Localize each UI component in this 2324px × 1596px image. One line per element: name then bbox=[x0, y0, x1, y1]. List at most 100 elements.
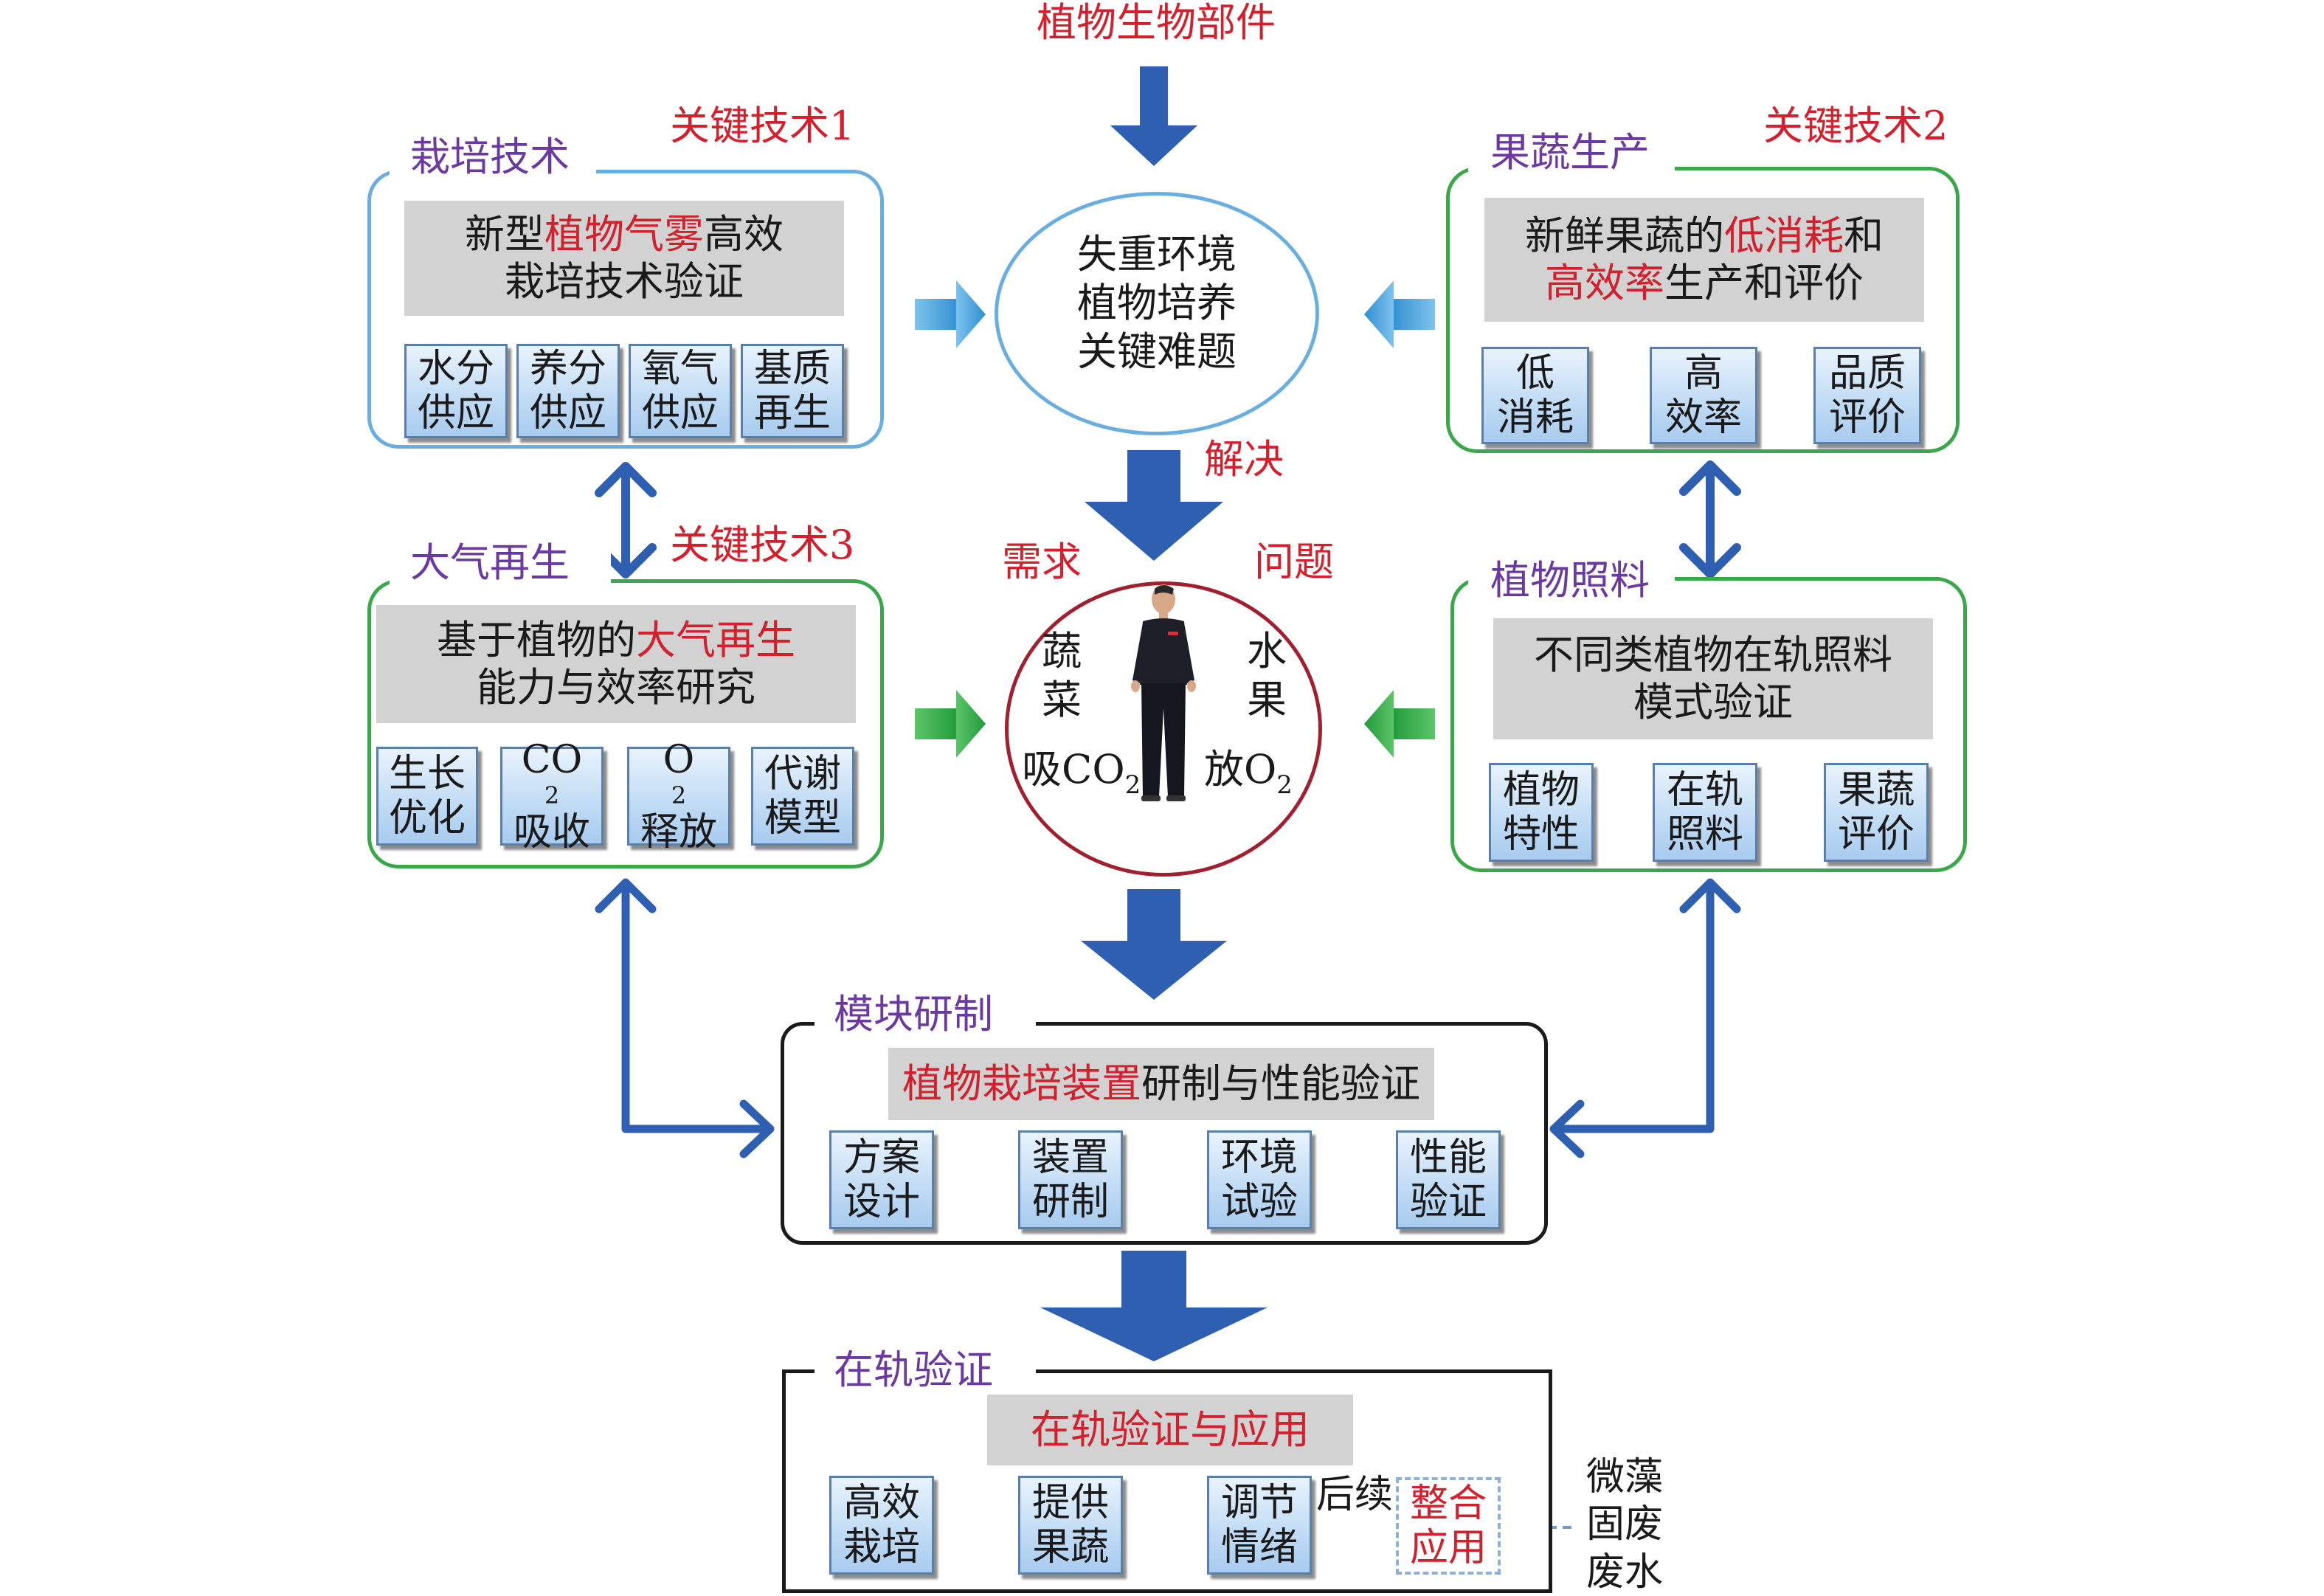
challenge-line-1: 失重环境 bbox=[1077, 231, 1237, 277]
cell-line-2: 验证 bbox=[1409, 1180, 1487, 1224]
cell-line-2: 情绪 bbox=[1220, 1525, 1298, 1569]
o2-prefix: O bbox=[663, 738, 695, 783]
cultivation-headline-line-2: 栽培技术验证 bbox=[505, 258, 744, 305]
cell-line-2: 特性 bbox=[1502, 812, 1580, 857]
left-arrow-produce bbox=[1364, 280, 1435, 348]
vegetable-char-1: 蔬 bbox=[1042, 628, 1082, 674]
cell-efficient-cultivation: 高效栽培 bbox=[829, 1476, 934, 1575]
external-microalgae: 微藻 bbox=[1586, 1455, 1664, 1499]
vegetable-label: 蔬 菜 bbox=[1042, 627, 1082, 725]
cell-line-1: 高 bbox=[1684, 350, 1723, 395]
down-arrow-to-module bbox=[1081, 889, 1227, 1000]
cell-line-2: 栽培 bbox=[843, 1525, 920, 1569]
cell-nutrient-supply: 养分供应 bbox=[516, 344, 620, 438]
orbit-category: 在轨验证 bbox=[834, 1347, 993, 1393]
cell-line-2: 优化 bbox=[388, 796, 466, 840]
cell-line-2: 效率 bbox=[1664, 395, 1742, 440]
release-prefix: 放O bbox=[1204, 746, 1277, 792]
release-sub: 2 bbox=[1276, 770, 1293, 800]
cell-line-2: 照料 bbox=[1666, 812, 1743, 857]
produce-category: 果蔬生产 bbox=[1490, 129, 1650, 176]
cell-line-1: 植物 bbox=[1502, 767, 1580, 812]
key-tech-2: 关键技术2 bbox=[1763, 103, 1948, 149]
cell-oxygen-supply: 氧气供应 bbox=[629, 344, 732, 438]
produce-line1-before: 新鲜果蔬的 bbox=[1525, 213, 1724, 260]
cultivation-headline-after: 高效 bbox=[704, 211, 784, 258]
atmosphere-line1-highlight: 大气再生 bbox=[636, 617, 795, 664]
integration-box: 整合应用 bbox=[1396, 1477, 1501, 1575]
cell-substrate-regen: 基质再生 bbox=[741, 344, 844, 438]
challenge-hub bbox=[995, 192, 1319, 435]
cultivation-headline-before: 新型 bbox=[465, 211, 544, 258]
produce-line2-highlight: 高效率 bbox=[1545, 260, 1664, 306]
problem-label: 问题 bbox=[1254, 539, 1334, 585]
cell-plant-traits: 植物特性 bbox=[1489, 763, 1594, 862]
cell-performance-verify: 性能验证 bbox=[1396, 1130, 1501, 1229]
produce-line1-after: 和 bbox=[1844, 213, 1884, 260]
down-arrow-to-orbit bbox=[1040, 1251, 1268, 1361]
module-headline-after: 研制与性能验证 bbox=[1141, 1060, 1420, 1108]
cell-provide-produce: 提供果蔬 bbox=[1018, 1476, 1123, 1575]
left-arrow-lighting bbox=[1364, 690, 1435, 758]
orbit-headline: 在轨验证与应用 bbox=[987, 1395, 1353, 1465]
cultivation-headline-line-1: 新型植物气雾高效 bbox=[465, 211, 784, 258]
cell-metabolic-model: 代谢模型 bbox=[751, 747, 854, 846]
need-label: 需求 bbox=[1002, 539, 1082, 585]
absorb-prefix: 吸CO bbox=[1022, 746, 1125, 792]
co2-prefix: CO bbox=[521, 738, 583, 783]
cell-high-efficiency: 高效率 bbox=[1650, 347, 1757, 444]
l-arrow-left bbox=[595, 878, 775, 1158]
cell-line-1: 调节 bbox=[1220, 1480, 1298, 1525]
module-category: 模块研制 bbox=[834, 991, 993, 1037]
cell-line-1: 养分 bbox=[529, 346, 606, 391]
atmosphere-category: 大气再生 bbox=[410, 539, 570, 586]
cell-line-2: 评价 bbox=[1828, 395, 1906, 440]
top-source-label: 植物生物部件 bbox=[1037, 0, 1276, 46]
followup-label: 后续 bbox=[1316, 1473, 1394, 1517]
co2-sub: 2 bbox=[544, 781, 560, 810]
cell-scheme-design: 方案设计 bbox=[829, 1130, 934, 1229]
external-wastewater: 废水 bbox=[1586, 1550, 1664, 1595]
right-arrow-atmosphere bbox=[915, 690, 986, 758]
cell-line-2: 再生 bbox=[753, 391, 831, 435]
cell-line-2: 供应 bbox=[529, 391, 606, 435]
cell-line-2: 模型 bbox=[764, 796, 841, 840]
atmosphere-label-bg bbox=[390, 542, 611, 597]
care-headline-line-1: 不同类植物在轨照料 bbox=[1534, 632, 1892, 679]
key-tech-3: 关键技术3 bbox=[670, 522, 855, 568]
atmosphere-line1-before: 基于植物的 bbox=[437, 617, 636, 664]
cell-line-1: 水分 bbox=[417, 346, 494, 391]
right-arrow-cultivation bbox=[915, 280, 986, 348]
cell-line-1: 装置 bbox=[1031, 1135, 1109, 1180]
cell-line-2: 供应 bbox=[641, 391, 719, 435]
atmosphere-headline: 基于植物的大气再生 能力与效率研究 bbox=[376, 605, 856, 723]
vegetable-char-2: 菜 bbox=[1042, 676, 1082, 723]
o2-sub: 2 bbox=[671, 781, 687, 810]
cell-line-2: 吸收 bbox=[513, 809, 590, 854]
cell-line-2: 设计 bbox=[843, 1180, 920, 1224]
cell-line-1: 基质 bbox=[753, 346, 831, 391]
down-arrow-top bbox=[1110, 66, 1197, 166]
fruit-label: 水 果 bbox=[1247, 627, 1287, 725]
cell-line-1: 高效 bbox=[843, 1480, 920, 1525]
integration-line-1: 整合 bbox=[1409, 1481, 1487, 1526]
care-headline: 不同类植物在轨照料 模式验证 bbox=[1493, 618, 1933, 739]
cell-line-1: 生长 bbox=[388, 751, 466, 796]
key-tech-1: 关键技术1 bbox=[670, 103, 855, 149]
cell-line-1: 环境 bbox=[1220, 1135, 1298, 1180]
cell-line-2: 果蔬 bbox=[1031, 1525, 1109, 1569]
cell-growth-optimization: 生长优化 bbox=[376, 747, 478, 846]
cell-line-2: 供应 bbox=[417, 391, 494, 435]
cell-produce-eval: 果蔬评价 bbox=[1824, 763, 1929, 862]
orbit-headline-text: 在轨验证与应用 bbox=[1031, 1406, 1310, 1454]
cell-water-supply: 水分供应 bbox=[404, 344, 508, 438]
external-inputs: 微藻 固废 废水 bbox=[1586, 1454, 1663, 1596]
cell-line-1: 低 bbox=[1515, 350, 1554, 395]
fruit-char-2: 果 bbox=[1247, 676, 1287, 723]
care-headline-line-2: 模式验证 bbox=[1633, 679, 1793, 725]
produce-headline-line-1: 新鲜果蔬的低消耗和 bbox=[1525, 213, 1884, 260]
